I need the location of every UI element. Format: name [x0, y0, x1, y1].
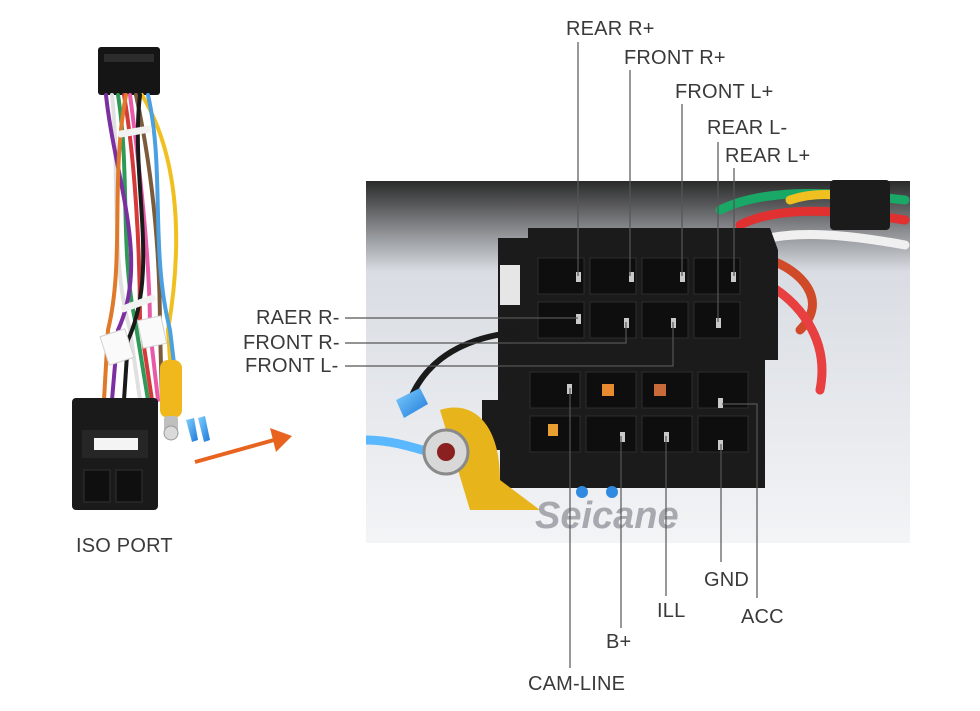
iso-port-caption: ISO PORT: [76, 535, 173, 557]
pin-label-front-l-minus: FRONT L-: [245, 355, 339, 377]
pin-label-acc: ACC: [741, 606, 784, 628]
pin-label-rear-l-minus: REAR L-: [707, 117, 788, 139]
watermark: Seicane: [535, 495, 679, 537]
leader-lines: [345, 42, 758, 668]
connector-photo: Seicane: [365, 180, 910, 543]
pin-label-front-l-plus: FRONT L+: [675, 81, 774, 103]
rca-yellow-plug: [160, 360, 182, 418]
pin-label-ill: ILL: [657, 600, 686, 622]
pin-label-front-r-plus: FRONT R+: [624, 47, 726, 69]
arrow-right-icon: [194, 428, 292, 464]
pin-label-rear-l-plus: REAR L+: [725, 145, 811, 167]
harness-photo: [72, 47, 210, 510]
pin-label-cam-line: CAM-LINE: [528, 673, 626, 695]
pin-label-front-r-minus: FRONT R-: [243, 332, 340, 354]
pin-label-b-plus: B+: [606, 631, 632, 653]
pin-label-rear-r-plus: REAR R+: [566, 18, 655, 40]
pin-label-gnd: GND: [704, 569, 750, 591]
pin-label-raer-r-minus: RAER R-: [256, 307, 340, 329]
